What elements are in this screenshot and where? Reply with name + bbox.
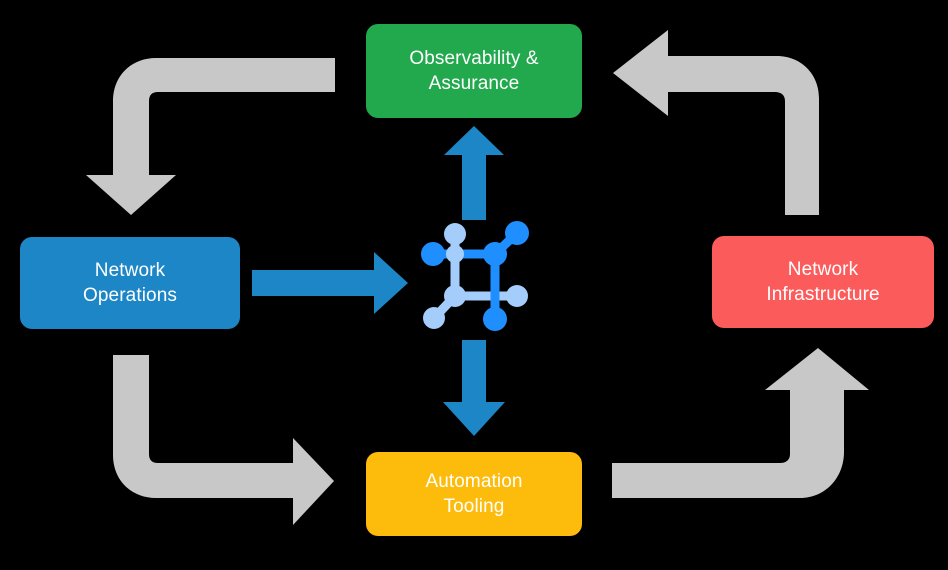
arrow-operations-to-center bbox=[252, 252, 408, 314]
node-left-leaf bbox=[421, 242, 445, 266]
node-top-leaf bbox=[444, 223, 466, 245]
node-bottom-right-leaf bbox=[483, 307, 507, 331]
node-hub-top-right bbox=[483, 242, 507, 266]
arrow-observability-to-operations bbox=[86, 58, 335, 215]
arrow-automation-to-infrastructure bbox=[612, 348, 869, 498]
arrow-center-to-observability bbox=[444, 126, 504, 220]
node-top-right-leaf bbox=[505, 221, 529, 245]
node-label-network-infrastructure-line1: Network bbox=[787, 258, 859, 280]
node-label-network-operations-line2: Operations bbox=[83, 285, 177, 306]
node-label-network-operations: Network Operations bbox=[83, 258, 177, 308]
node-label-observability-line1: Observability & bbox=[409, 47, 539, 69]
node-label-network-infrastructure: Network Infrastructure bbox=[766, 257, 879, 307]
node-bottom-left-leaf bbox=[423, 307, 445, 329]
arrow-infrastructure-to-observability bbox=[613, 30, 819, 215]
mesh-nodes-primary bbox=[421, 221, 529, 331]
node-label-observability-line2: Assurance bbox=[428, 73, 520, 94]
node-box-automation-tooling[interactable]: Automation Tooling bbox=[366, 452, 582, 536]
node-label-automation-tooling-line1: Automation bbox=[425, 470, 523, 492]
arrow-center-to-automation bbox=[443, 340, 505, 436]
network-mesh-icon bbox=[421, 221, 529, 331]
node-box-network-operations[interactable]: Network Operations bbox=[20, 237, 240, 329]
node-right-leaf bbox=[506, 285, 528, 307]
node-label-network-operations-line1: Network bbox=[94, 259, 166, 281]
arrow-operations-to-automation bbox=[113, 355, 334, 525]
node-label-observability: Observability & Assurance bbox=[409, 46, 538, 96]
node-label-network-infrastructure-line2: Infrastructure bbox=[766, 284, 880, 305]
node-hub-top-left bbox=[446, 245, 464, 263]
node-box-network-infrastructure[interactable]: Network Infrastructure bbox=[712, 236, 934, 328]
mesh-nodes-secondary bbox=[423, 223, 528, 329]
node-box-observability-assurance[interactable]: Observability & Assurance bbox=[366, 24, 582, 118]
node-hub-bottom-left bbox=[444, 285, 466, 307]
node-label-automation-tooling-line2: Tooling bbox=[443, 496, 505, 517]
node-label-automation-tooling: Automation Tooling bbox=[425, 469, 522, 519]
